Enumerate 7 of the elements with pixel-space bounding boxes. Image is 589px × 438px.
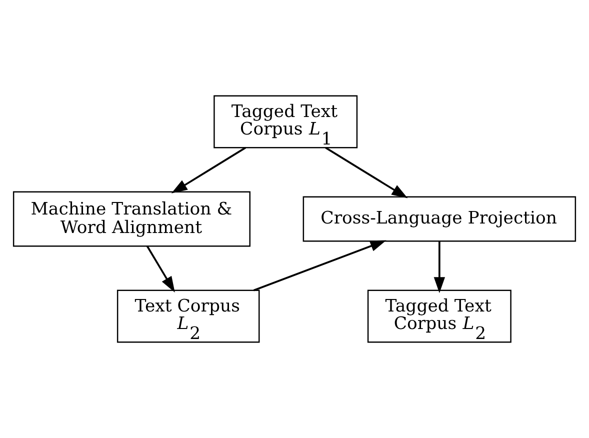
arrow: [434, 241, 446, 294]
arrow: [146, 246, 175, 293]
arrow: [253, 240, 386, 292]
arrow: [171, 146, 246, 194]
arrow: [325, 146, 408, 198]
node-box: Cross-Language Projection: [302, 196, 576, 242]
node-box: Machine Translation & Word Alignment: [12, 191, 250, 247]
